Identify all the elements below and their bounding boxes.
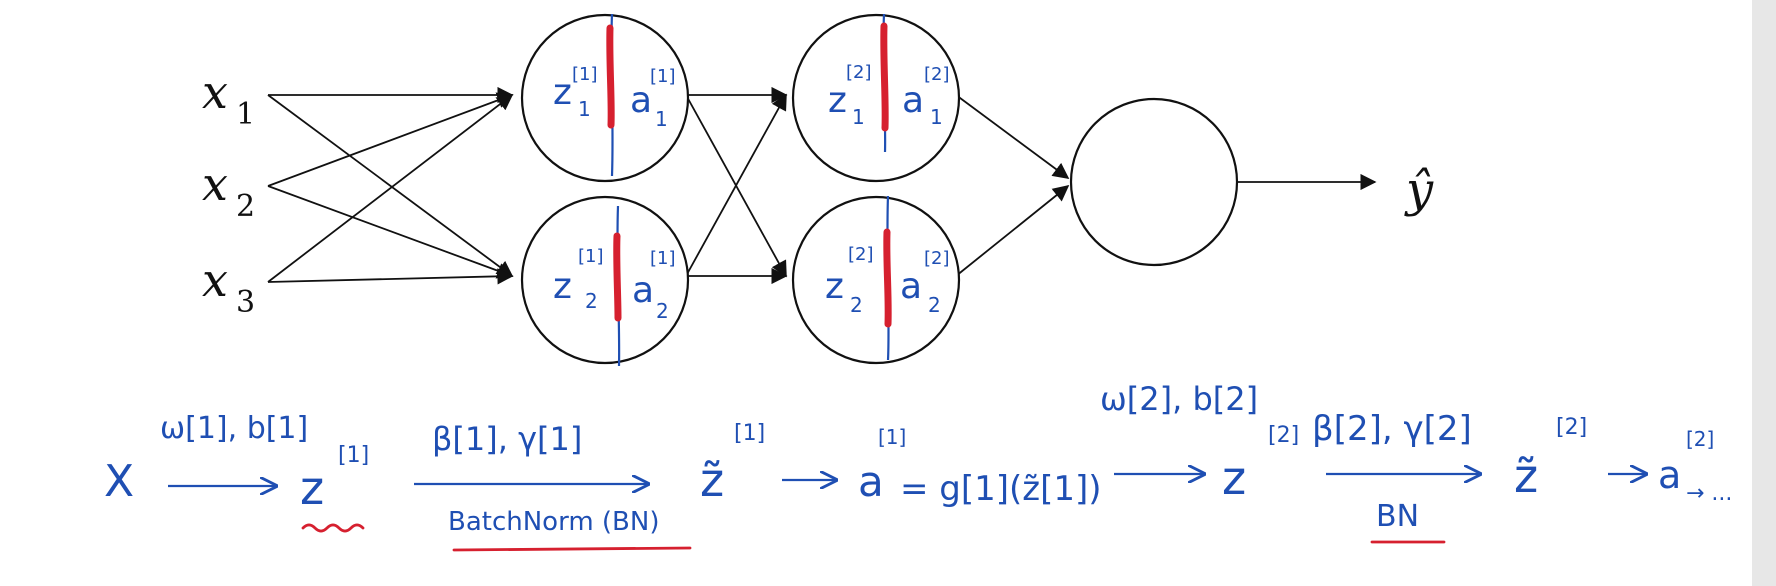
- svg-text:1: 1: [578, 97, 591, 121]
- flow-z2-sup: [2]: [1268, 423, 1299, 448]
- edges-layer2-to-output: [955, 94, 1377, 277]
- svg-text:2: 2: [656, 299, 669, 323]
- flow-z1-sup: [1]: [338, 443, 369, 468]
- edges-input-to-layer1: [267, 86, 514, 285]
- flow-ztilde2: z̃: [1514, 449, 1538, 503]
- svg-text:x: x: [202, 157, 228, 211]
- svg-text:1: 1: [852, 105, 865, 129]
- svg-text:z: z: [553, 72, 572, 113]
- svg-text:2: 2: [585, 289, 598, 313]
- svg-text:x: x: [202, 65, 228, 119]
- svg-text:x: x: [202, 253, 228, 307]
- svg-text:3: 3: [236, 285, 255, 320]
- output-y-hat: ŷ: [1404, 162, 1434, 218]
- flow-bn-label: BN: [1376, 499, 1419, 534]
- z1-red-underline: [301, 523, 365, 533]
- node-layer1-unit2: z [1] 2 a [1] 2: [520, 195, 690, 367]
- flow-ztilde2-sup: [2]: [1556, 415, 1587, 440]
- svg-text:[2]: [2]: [848, 244, 874, 265]
- svg-text:[1]: [1]: [572, 64, 598, 85]
- flow-batchnorm-label: BatchNorm (BN): [448, 507, 660, 537]
- flow-a1-sup: [1]: [878, 425, 906, 449]
- svg-text:[1]: [1]: [578, 246, 604, 267]
- svg-text:2: 2: [850, 293, 863, 317]
- svg-text:z: z: [553, 266, 572, 307]
- svg-text:a: a: [902, 80, 924, 121]
- svg-text:[2]: [2]: [924, 248, 950, 269]
- svg-text:2: 2: [928, 293, 941, 317]
- flow-beta1-gamma1: β[1], γ[1]: [432, 420, 582, 458]
- svg-text:a: a: [630, 80, 652, 121]
- svg-text:1: 1: [655, 107, 668, 131]
- scrollbar-strip: [1752, 0, 1776, 586]
- flow-a1: a: [858, 457, 884, 506]
- node-layer2-unit2: z [2] 2 a [2] 2: [791, 195, 961, 365]
- flow-trail: → ...: [1686, 481, 1732, 506]
- input-x1: x 1: [202, 65, 255, 132]
- flow-beta2-gamma2: β[2], γ[2]: [1312, 409, 1472, 449]
- input-x2: x 2: [202, 157, 255, 224]
- svg-text:[2]: [2]: [924, 64, 950, 85]
- flow-g-expr: = g[1](z̃[1]): [900, 469, 1102, 509]
- svg-text:1: 1: [930, 105, 943, 129]
- input-x3: x 3: [202, 253, 255, 320]
- svg-text:[1]: [1]: [650, 66, 676, 87]
- flow-a2: a: [1658, 453, 1681, 497]
- batchnorm-red-underline: [452, 546, 692, 552]
- flow-a2-sup: [2]: [1686, 427, 1714, 451]
- svg-text:[1]: [1]: [650, 248, 676, 269]
- svg-text:z: z: [828, 80, 847, 121]
- node-layer1-unit1: z [1] 1 a [1] 1: [520, 13, 690, 183]
- node-layer2-unit1: z [2] 1 a [2] 1: [791, 13, 961, 183]
- flow-z1: z: [300, 461, 324, 515]
- svg-text:a: a: [632, 270, 654, 311]
- flow-w1b1: ω[1], b[1]: [160, 411, 308, 446]
- svg-text:2: 2: [236, 189, 255, 224]
- flow-ztilde1-sup: [1]: [734, 421, 765, 446]
- svg-text:1: 1: [236, 97, 255, 132]
- svg-text:z: z: [825, 266, 844, 307]
- flow-x: X: [104, 456, 134, 507]
- svg-text:a: a: [900, 266, 922, 307]
- flow-z2: z: [1222, 451, 1246, 505]
- svg-text:[2]: [2]: [846, 62, 872, 83]
- batchnorm-flow: X ω[1], b[1] z [1] β[1], γ[1] BatchNorm …: [104, 380, 1732, 552]
- flow-ztilde1: z̃: [700, 453, 724, 507]
- node-output: [1069, 97, 1239, 267]
- flow-w2b2: ω[2], b[2]: [1100, 380, 1258, 418]
- edges-layer1-to-layer2: [685, 86, 788, 285]
